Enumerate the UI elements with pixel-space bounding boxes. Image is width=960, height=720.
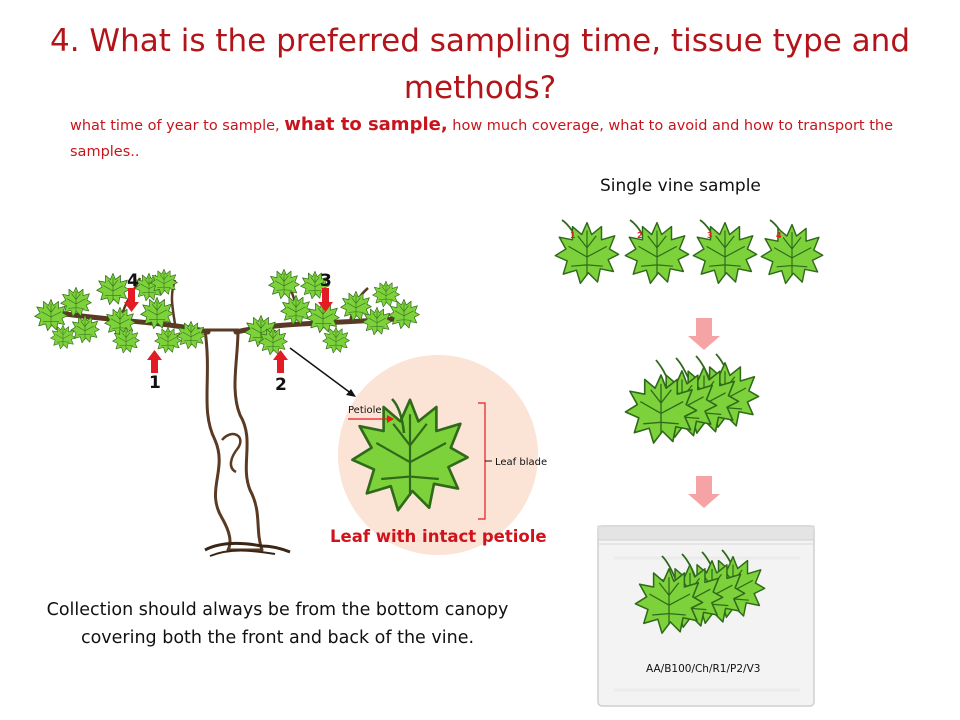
down-arrow-1 [688, 318, 720, 350]
stacked-leaves [624, 353, 760, 444]
position-label-4: 4 [127, 271, 139, 291]
sample-bag: AA/B100/Ch/R1/P2/V3 [597, 525, 815, 707]
arrow-position-2 [273, 350, 288, 373]
slide-title: 4. What is the preferred sampling time, … [50, 23, 910, 106]
bag-label: AA/B100/Ch/R1/P2/V3 [646, 663, 760, 675]
leaf-number-1: 1 [570, 231, 576, 240]
collection-note: Collection should always be from the bot… [46, 600, 509, 648]
inset-caption: Leaf with intact petiole [330, 527, 547, 546]
leaf-blade-label: Leaf blade [495, 457, 547, 468]
vine-trunk [203, 328, 264, 552]
single-vine-sample-panel: 1 2 3 4 AA/B100/Ch/R1/P2/V3 [554, 219, 824, 707]
position-label-1: 1 [149, 373, 161, 393]
sample-leaf-4 [760, 219, 824, 285]
single-vine-sample-title: Single vine sample [600, 176, 761, 196]
down-arrow-2 [688, 476, 720, 508]
leaf-number-3: 3 [707, 231, 713, 240]
leaf-number-4: 4 [776, 231, 782, 240]
sample-leaf-2 [624, 219, 690, 285]
position-label-3: 3 [320, 271, 332, 291]
sample-leaf-1 [554, 219, 620, 285]
leaf-inset: Petiole Leaf blade Leaf with intact peti… [330, 355, 547, 555]
petiole-label: Petiole [348, 405, 382, 416]
position-label-2: 2 [275, 375, 287, 395]
arrow-position-3 [318, 288, 333, 312]
pointer-line [289, 347, 353, 395]
sample-leaf-3 [692, 219, 758, 285]
subtitle-part1: what time of year to sample, [70, 118, 285, 134]
subtitle-emphasis: what to sample, [284, 114, 448, 135]
arrow-position-4 [124, 288, 139, 312]
petiole [391, 398, 406, 434]
subtitle-part2: how much coverage, what to avoid and how… [70, 118, 893, 160]
leaf-number-2: 2 [637, 231, 643, 240]
grapevine-diagram: 4 3 1 2 [34, 268, 420, 557]
subtitle: what time of year to sample, what to sam… [70, 112, 930, 165]
arrow-position-1 [147, 350, 162, 373]
